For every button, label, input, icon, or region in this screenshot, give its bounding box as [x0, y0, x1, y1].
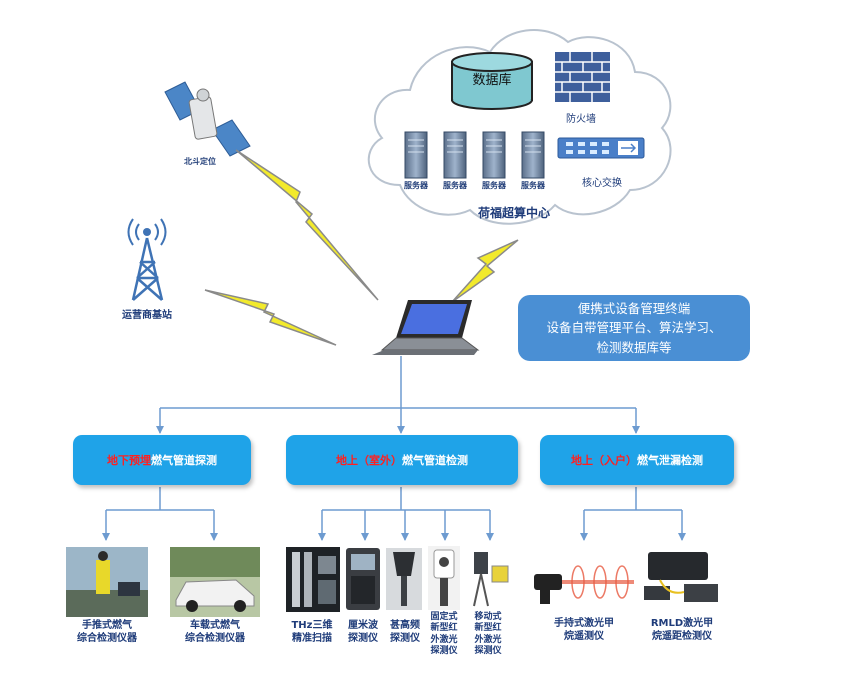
device-label-rmld: RMLD激光甲烷遥距检测仪: [650, 618, 714, 642]
server-label-1: 服务器: [404, 181, 428, 190]
device-photo-handheld-methane: [530, 548, 638, 610]
device-label-vehicle: 车载式燃气综合检测仪器: [185, 620, 245, 644]
category-outdoor: 地上（室外）燃气管道检测: [286, 435, 518, 485]
terminal-note-line3: 检测数据库等: [596, 339, 672, 355]
server-label-2: 服务器: [443, 181, 467, 190]
terminal-note-line2: 设备自带管理平台、算法学习、: [546, 320, 722, 336]
category-outdoor-highlight: 地上（室外）: [336, 454, 402, 467]
laptop-icon: [372, 300, 480, 355]
server-icons: [404, 131, 545, 179]
server-label-4: 服务器: [521, 181, 545, 190]
lightning-satellite: [235, 149, 379, 301]
firewall-label: 防火墙: [566, 114, 596, 125]
device-label-thz: THz三维精准扫描: [291, 620, 333, 644]
category-indoor-text: 燃气泄漏检测: [637, 454, 703, 467]
terminal-note: 便携式设备管理终端 设备自带管理平台、算法学习、 检测数据库等: [518, 295, 750, 361]
firewall-icon: [555, 52, 610, 102]
database-icon: [451, 52, 533, 110]
category-indoor: 地上（入户）燃气泄漏检测: [540, 435, 734, 485]
device-photo-rmld: [634, 546, 730, 608]
device-label-cm-wave: 厘米波探测仪: [348, 620, 378, 644]
category-underground: 地下预埋燃气管道探测: [73, 435, 251, 485]
device-label-mobile-laser: 移动式新型红外激光探测仪: [474, 612, 502, 656]
category-underground-text: 燃气管道探测: [151, 454, 217, 467]
device-photo-mobile-laser: [466, 548, 512, 610]
computing-center-label: 荷福超算中心: [477, 206, 550, 220]
device-photo-thz: [286, 547, 340, 612]
category-indoor-highlight: 地上（入户）: [571, 454, 637, 467]
base-station-label: 运营商基站: [122, 310, 172, 321]
device-photo-vehicle: [170, 547, 260, 617]
device-photo-cm-wave: [346, 548, 380, 610]
terminal-note-line1: 便携式设备管理终端: [577, 300, 691, 316]
database-label: 数据库: [472, 73, 512, 88]
satellite-label: 北斗定位: [184, 157, 216, 166]
device-label-vhf: 甚高频探测仪: [390, 620, 420, 644]
tower-icon: [127, 218, 167, 301]
device-label-push-cart: 手推式燃气综合检测仪器: [77, 620, 137, 644]
device-photo-push-cart: [66, 547, 148, 617]
satellite-icon: [164, 81, 251, 157]
lightning-tower: [204, 289, 337, 346]
server-label-3: 服务器: [482, 181, 506, 190]
device-label-handheld-methane: 手持式激光甲烷遥测仪: [554, 618, 614, 642]
device-photo-fixed-laser: [428, 546, 460, 610]
device-label-fixed-laser: 固定式新型红外激光探测仪: [430, 612, 458, 656]
lightning-cloud: [451, 239, 519, 303]
switch-icon: [557, 137, 645, 159]
core-switch-label: 核心交换: [582, 178, 622, 189]
device-photo-vhf: [386, 548, 422, 610]
category-outdoor-text: 燃气管道检测: [402, 454, 468, 467]
category-underground-highlight: 地下预埋: [107, 454, 151, 467]
